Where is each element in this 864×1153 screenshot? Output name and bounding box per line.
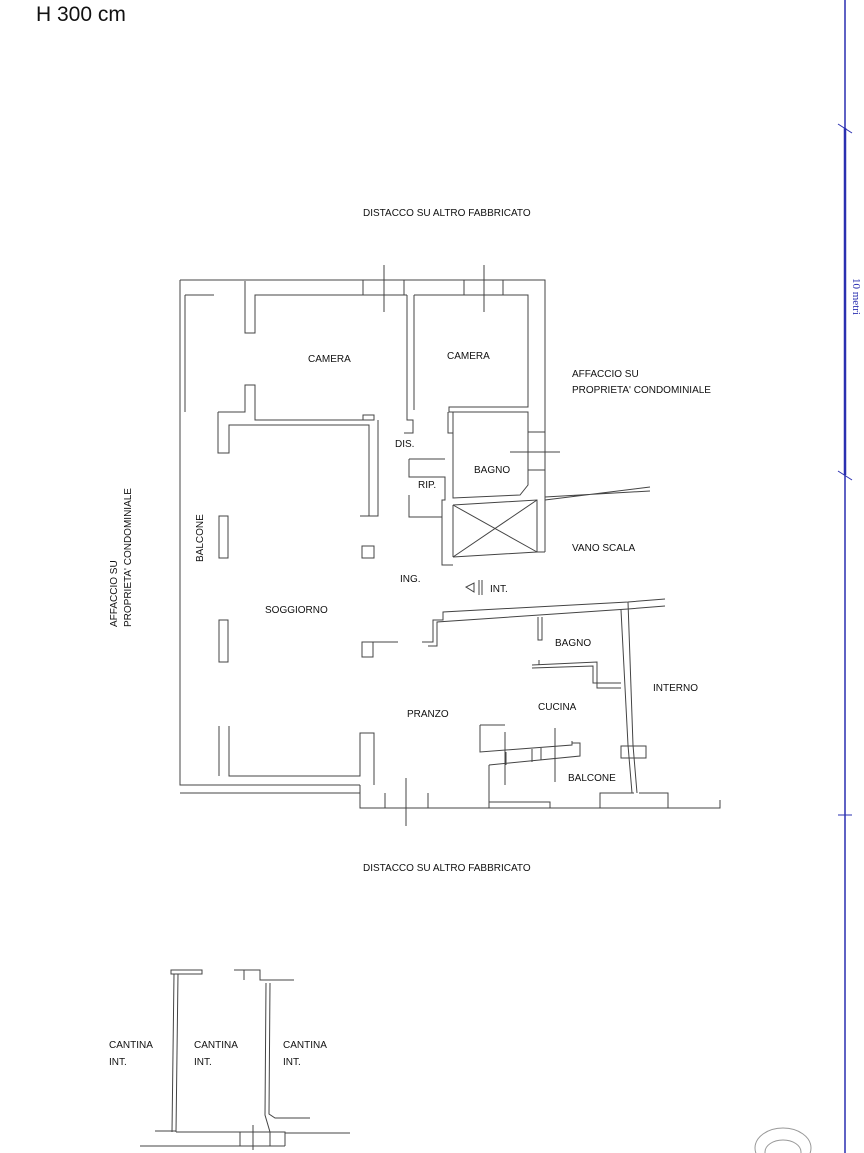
room-bagno-1: BAGNO	[474, 465, 510, 476]
cellar-3-label: CANTINA	[283, 1040, 327, 1051]
cellar-2-sublabel: INT.	[194, 1057, 212, 1068]
scale-bar: 10 metri	[837, 0, 862, 1153]
right-note-line2: PROPRIETA' CONDOMINIALE	[572, 385, 711, 396]
room-balcone-left: BALCONE	[195, 514, 206, 562]
corner-circle-icon	[754, 1127, 812, 1153]
cellar-1-sublabel: INT.	[109, 1057, 127, 1068]
room-interno: INTERNO	[653, 683, 698, 694]
cellar-1-label: CANTINA	[109, 1040, 153, 1051]
apartment-walls	[179, 265, 721, 826]
room-pranzo: PRANZO	[407, 709, 449, 720]
room-bagno-2: BAGNO	[555, 638, 591, 649]
left-note-line2: PROPRIETA' CONDOMINIALE	[123, 488, 134, 627]
room-dis: DIS.	[395, 439, 414, 450]
room-vano-scala: VANO SCALA	[572, 543, 635, 554]
room-ing: ING.	[400, 574, 421, 585]
room-balcone-right: BALCONE	[568, 773, 616, 784]
room-cucina: CUCINA	[538, 702, 577, 713]
cellar-3-sublabel: INT.	[283, 1057, 301, 1068]
top-note: DISTACCO SU ALTRO FABBRICATO	[363, 208, 531, 219]
room-camera-1: CAMERA	[308, 354, 351, 365]
cellar-walls	[140, 969, 350, 1150]
right-note-line1: AFFACCIO SU	[572, 369, 639, 380]
bottom-note: DISTACCO SU ALTRO FABBRICATO	[363, 863, 531, 874]
entrance-int: INT.	[490, 584, 508, 595]
height-label: H 300 cm	[36, 3, 126, 26]
scale-label: 10 metri	[850, 278, 862, 315]
room-camera-2: CAMERA	[447, 351, 490, 362]
left-note-line1: AFFACCIO SU	[109, 560, 120, 627]
room-rip: RIP.	[418, 480, 436, 491]
cellar-2-label: CANTINA	[194, 1040, 238, 1051]
room-soggiorno: SOGGIORNO	[265, 605, 328, 616]
